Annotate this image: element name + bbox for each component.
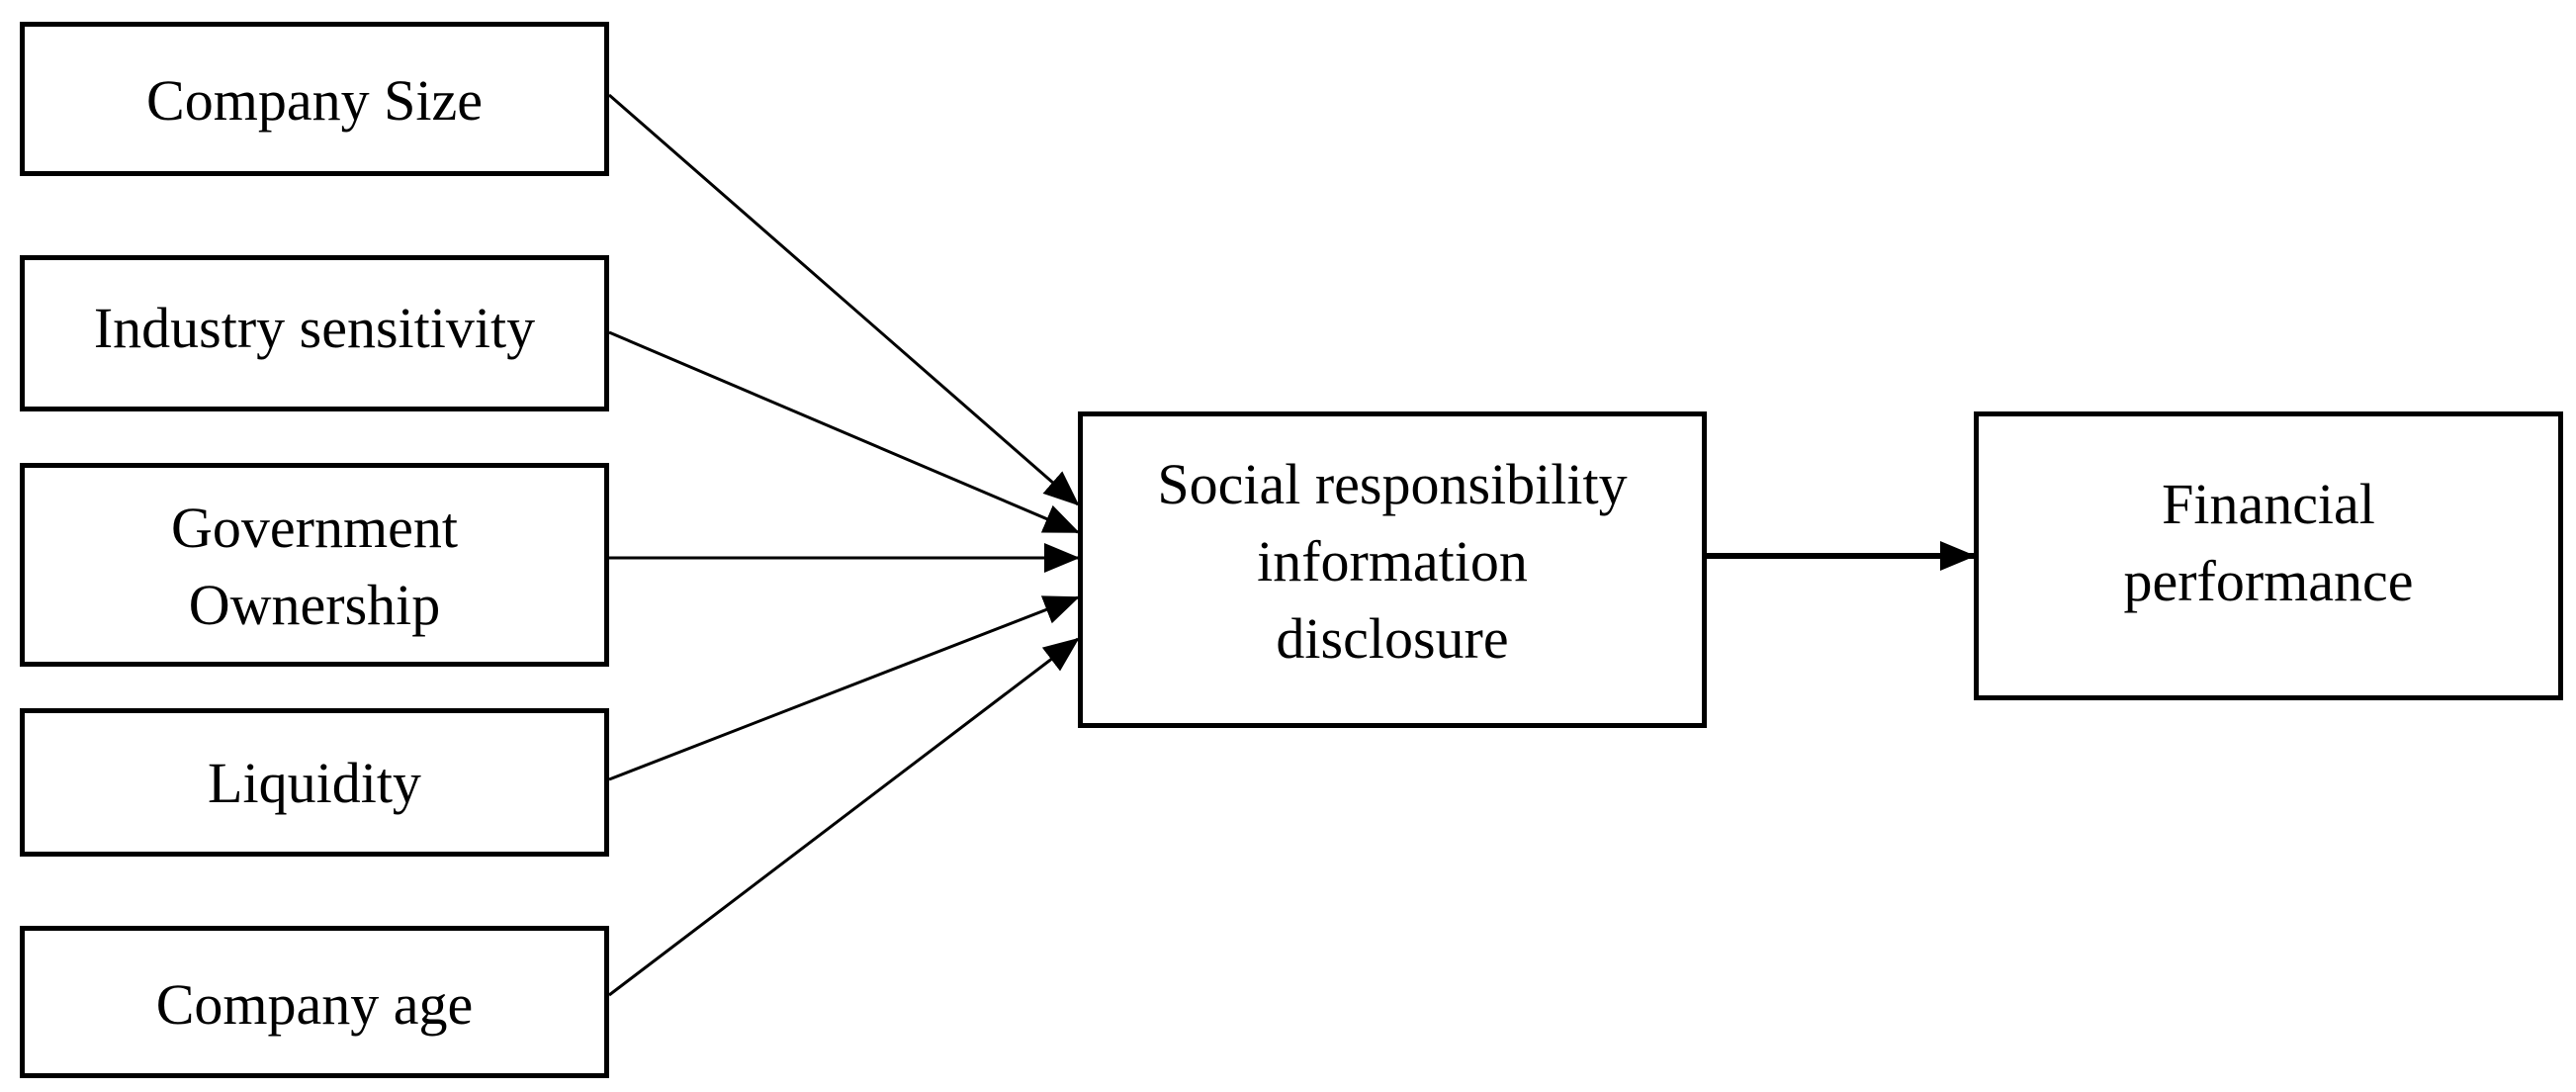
node-social-responsibility-label-line-2: information [1257,529,1528,593]
node-financial-performance: Financial performance [1974,411,2563,700]
node-government-ownership-label-line-2: Ownership [188,573,441,637]
arrow-company-size-to-social [608,93,1080,506]
node-financial-performance-label-line-2: performance [2123,549,2414,613]
arrows-layer [608,93,1976,997]
node-industry-sensitivity-label: Industry sensitivity [93,296,536,360]
arrow-liquidity-to-social [608,595,1080,781]
node-company-age-label: Company age [155,972,474,1037]
node-company-age: Company age [20,926,609,1078]
node-company-size-label: Company Size [146,68,483,133]
node-social-responsibility-label-line-1: Social responsibility [1157,452,1628,516]
node-industry-sensitivity: Industry sensitivity [20,255,609,411]
node-government-ownership-label-line-1: Government [171,496,458,560]
node-financial-performance-label-line-1: Financial [2162,472,2375,536]
node-company-size: Company Size [20,22,609,176]
node-liquidity-label: Liquidity [208,751,421,815]
arrow-company-age-to-social [608,637,1080,997]
node-government-ownership: Government Ownership [20,463,609,667]
node-social-responsibility-disclosure: Social responsibility information disclo… [1078,411,1707,728]
arrow-industry-to-social [608,330,1080,534]
node-liquidity: Liquidity [20,708,609,857]
node-social-responsibility-label-line-3: disclosure [1276,606,1509,671]
